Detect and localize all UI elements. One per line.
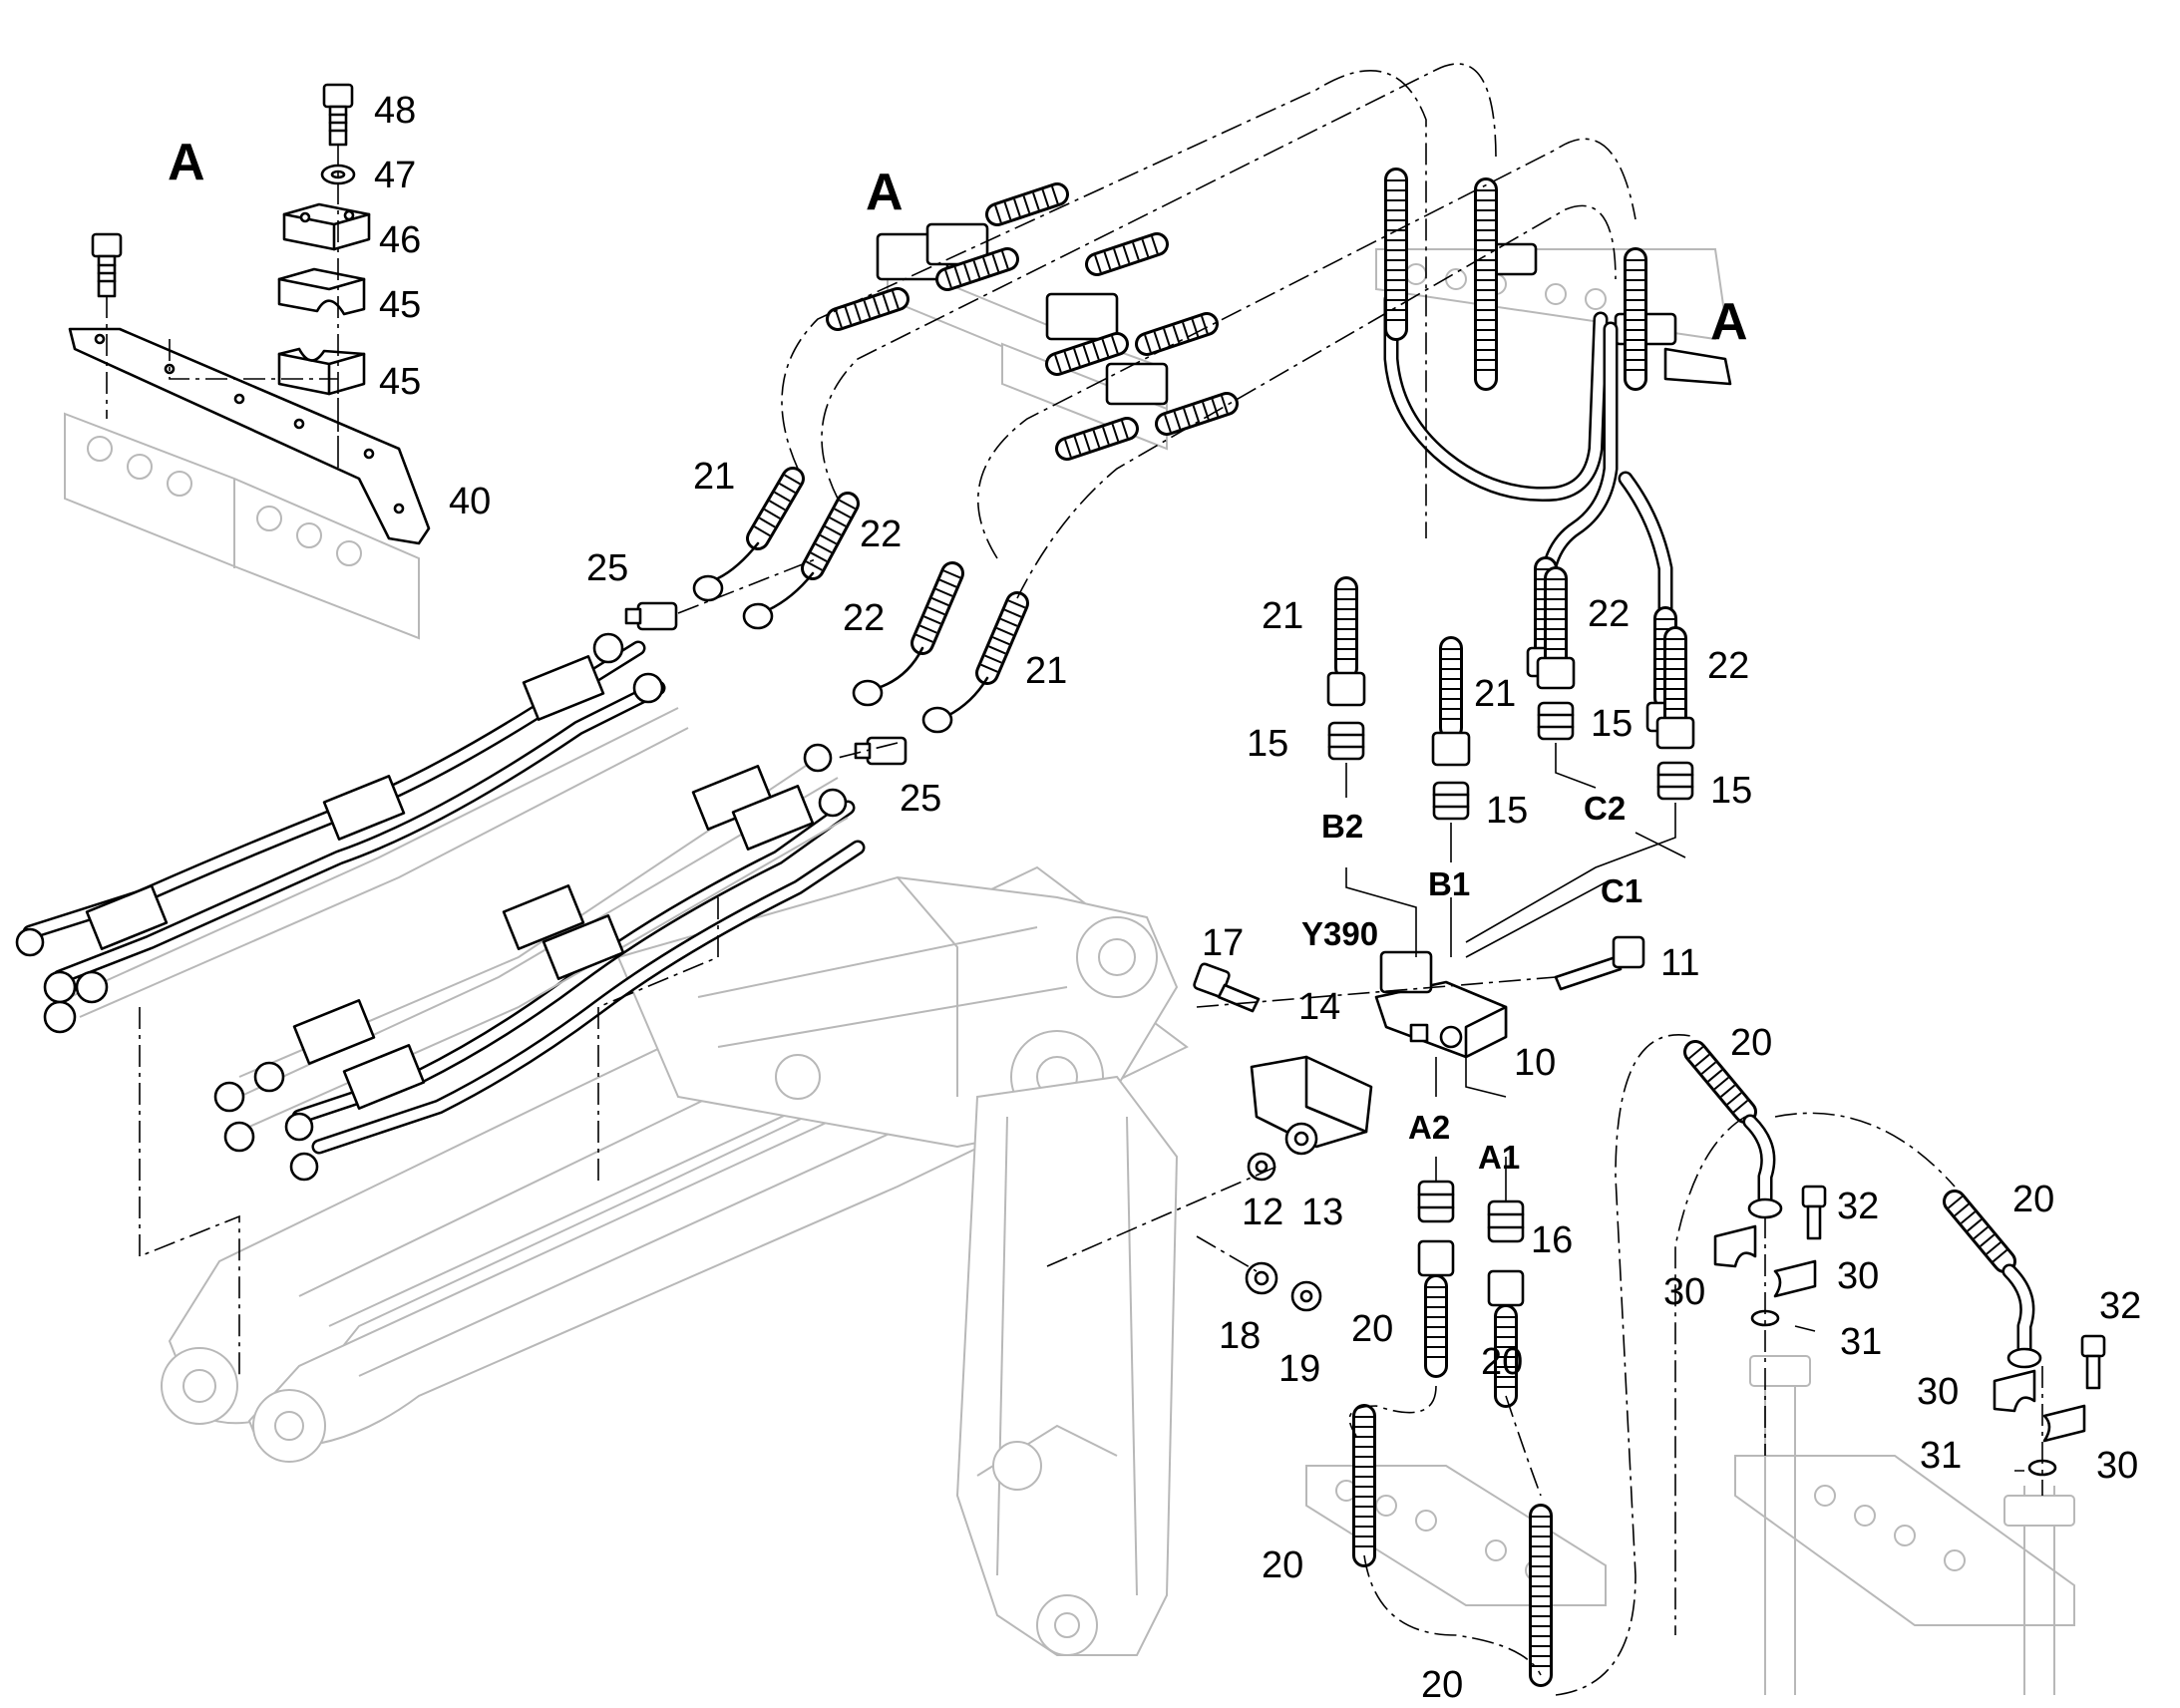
callout-30: 30 [1837, 1255, 1879, 1297]
callout-20: 20 [1421, 1664, 1463, 1706]
callout-32: 32 [1837, 1186, 1879, 1227]
callout-21: 21 [693, 456, 735, 498]
hoses-21-22-left [624, 467, 1029, 766]
callout-16: 16 [1531, 1219, 1573, 1261]
callout-14: 14 [1298, 986, 1340, 1028]
callout-45: 45 [379, 361, 421, 403]
callout-11: 11 [1660, 942, 1699, 984]
tube-bundle-lower [213, 743, 866, 1182]
port-label-c1: C1 [1601, 872, 1642, 909]
callout-25: 25 [586, 547, 628, 589]
callout-31: 31 [1920, 1435, 1962, 1477]
callout-18: 18 [1219, 1315, 1261, 1357]
hoses-21-22-right [1326, 566, 1695, 821]
port-label-a1: A1 [1478, 1139, 1520, 1176]
callout-30: 30 [2096, 1445, 2138, 1487]
callout-numbers: 48 47 46 45 45 40 21 22 25 22 21 25 21 1… [374, 90, 2141, 1706]
port-label-b2: B2 [1321, 808, 1363, 845]
callout-47: 47 [374, 155, 416, 196]
callout-20: 20 [1730, 1022, 1772, 1064]
callout-30: 30 [1917, 1371, 1959, 1413]
callout-17: 17 [1202, 922, 1244, 964]
callout-31: 31 [1840, 1321, 1882, 1363]
callout-21: 21 [1025, 650, 1067, 692]
callout-30: 30 [1663, 1271, 1705, 1313]
tube-bundle-upper [15, 632, 689, 1034]
callout-13: 13 [1301, 1192, 1343, 1233]
callout-15: 15 [1710, 770, 1752, 812]
port-labels: B2 B1 C2 C1 A2 A1 Y390 [1301, 790, 1642, 1176]
callout-10: 10 [1514, 1042, 1556, 1084]
callout-20: 20 [2012, 1179, 2054, 1220]
detail-marker-a: A [866, 164, 904, 221]
port-connection-lines [1345, 743, 2024, 1472]
callout-40: 40 [449, 481, 491, 522]
detail-a-clamp-assembly [64, 83, 431, 640]
routing-chain-lines [139, 63, 1956, 1696]
callout-19: 19 [1278, 1348, 1320, 1390]
callout-25: 25 [900, 778, 941, 820]
callout-22: 22 [860, 513, 902, 555]
callout-20: 20 [1262, 1544, 1303, 1586]
callout-20: 20 [1481, 1341, 1523, 1383]
callout-15: 15 [1247, 723, 1288, 765]
callout-48: 48 [374, 90, 416, 132]
callout-46: 46 [379, 219, 421, 261]
port-label-b1: B1 [1428, 865, 1470, 902]
callout-22: 22 [1588, 593, 1630, 635]
detail-markers: A A A [168, 134, 1748, 351]
callout-21: 21 [1474, 673, 1516, 715]
callout-15: 15 [1486, 790, 1528, 832]
callout-12: 12 [1242, 1192, 1283, 1233]
callout-20: 20 [1351, 1308, 1393, 1350]
detail-marker-a: A [1710, 293, 1748, 351]
solenoid-valve-assembly [1193, 935, 1645, 1408]
lower-clamp-blocks [1305, 1040, 2106, 1695]
port-label-a2: A2 [1408, 1109, 1450, 1146]
callout-45: 45 [379, 284, 421, 326]
valve-label-y390: Y390 [1301, 915, 1378, 952]
callout-32: 32 [2099, 1285, 2141, 1327]
boom-arm-ghost [161, 865, 1189, 1656]
callout-21: 21 [1262, 595, 1303, 637]
port-label-c2: C2 [1584, 790, 1626, 827]
callout-15: 15 [1591, 703, 1633, 745]
callout-22: 22 [1707, 645, 1749, 687]
callout-22: 22 [843, 597, 885, 639]
detail-marker-a: A [168, 134, 205, 191]
